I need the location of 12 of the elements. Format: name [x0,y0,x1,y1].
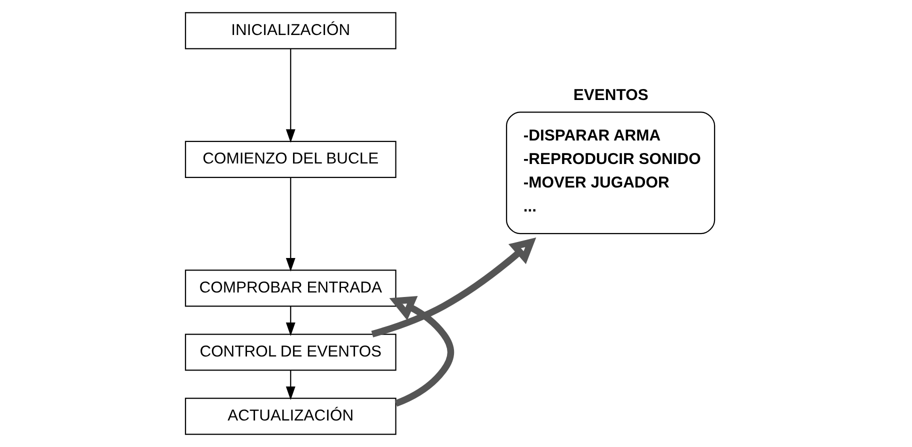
node-box: CONTROL DE EVENTOS [184,334,396,371]
arrow [285,306,295,336]
arrow [285,178,295,272]
arrow [285,48,295,143]
arrow [285,370,295,400]
node-box: -DISPARAR ARMA -REPRODUCIR SONIDO -MOVER JUGADOR ... [505,112,715,234]
node-box: COMIENZO DEL BUCLE [184,140,396,178]
node-box: COMPROBAR ENTRADA [184,270,396,307]
node-label: EVENTOS [572,87,648,104]
node-box: ACTUALIZACIÓN [184,398,396,435]
arrow [388,296,454,407]
node-box: INICIALIZACIÓN [184,12,396,50]
